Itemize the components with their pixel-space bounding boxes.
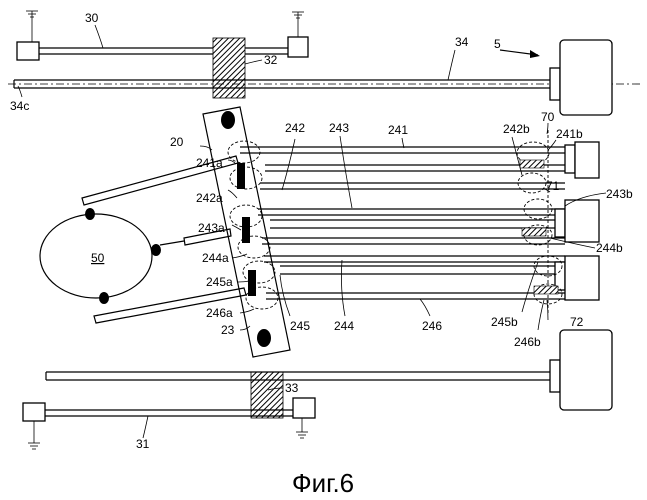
leader-lines [18,25,606,438]
label-242a: 242a [196,191,223,205]
label-34c: 34c [10,99,29,113]
label-245a: 245a [206,275,233,289]
label-34: 34 [455,35,469,49]
label-5: 5 [494,37,501,51]
label-244a: 244a [202,251,229,265]
label-241b: 241b [556,127,583,141]
label-241a: 241a [196,156,223,170]
support-32 [213,38,245,98]
label-32: 32 [264,53,278,67]
label-70: 70 [541,110,555,124]
label-30: 30 [85,11,99,25]
label-33: 33 [285,381,299,395]
label-243: 243 [329,121,349,135]
label-246: 246 [422,319,442,333]
label-243a: 243a [198,221,225,235]
label-72: 72 [570,315,584,329]
label-244b: 244b [596,241,623,255]
label-71: 71 [546,179,560,193]
label-242b: 242b [503,122,530,136]
label-244: 244 [334,319,354,333]
label-20: 20 [170,135,184,149]
label-246a: 246a [206,306,233,320]
label-245: 245 [290,319,310,333]
label-245b: 245b [491,315,518,329]
label-50: 50 [91,251,105,265]
label-246b: 246b [514,335,541,349]
label-23: 23 [221,323,235,337]
support-33 [251,372,283,418]
rod-34 [8,40,640,115]
label-241: 241 [388,123,408,137]
electrode-rods [240,142,599,300]
label-243b: 243b [606,187,633,201]
label-242: 242 [285,121,305,135]
figure-caption: Фиг.6 [292,468,354,498]
label-31: 31 [136,437,150,451]
